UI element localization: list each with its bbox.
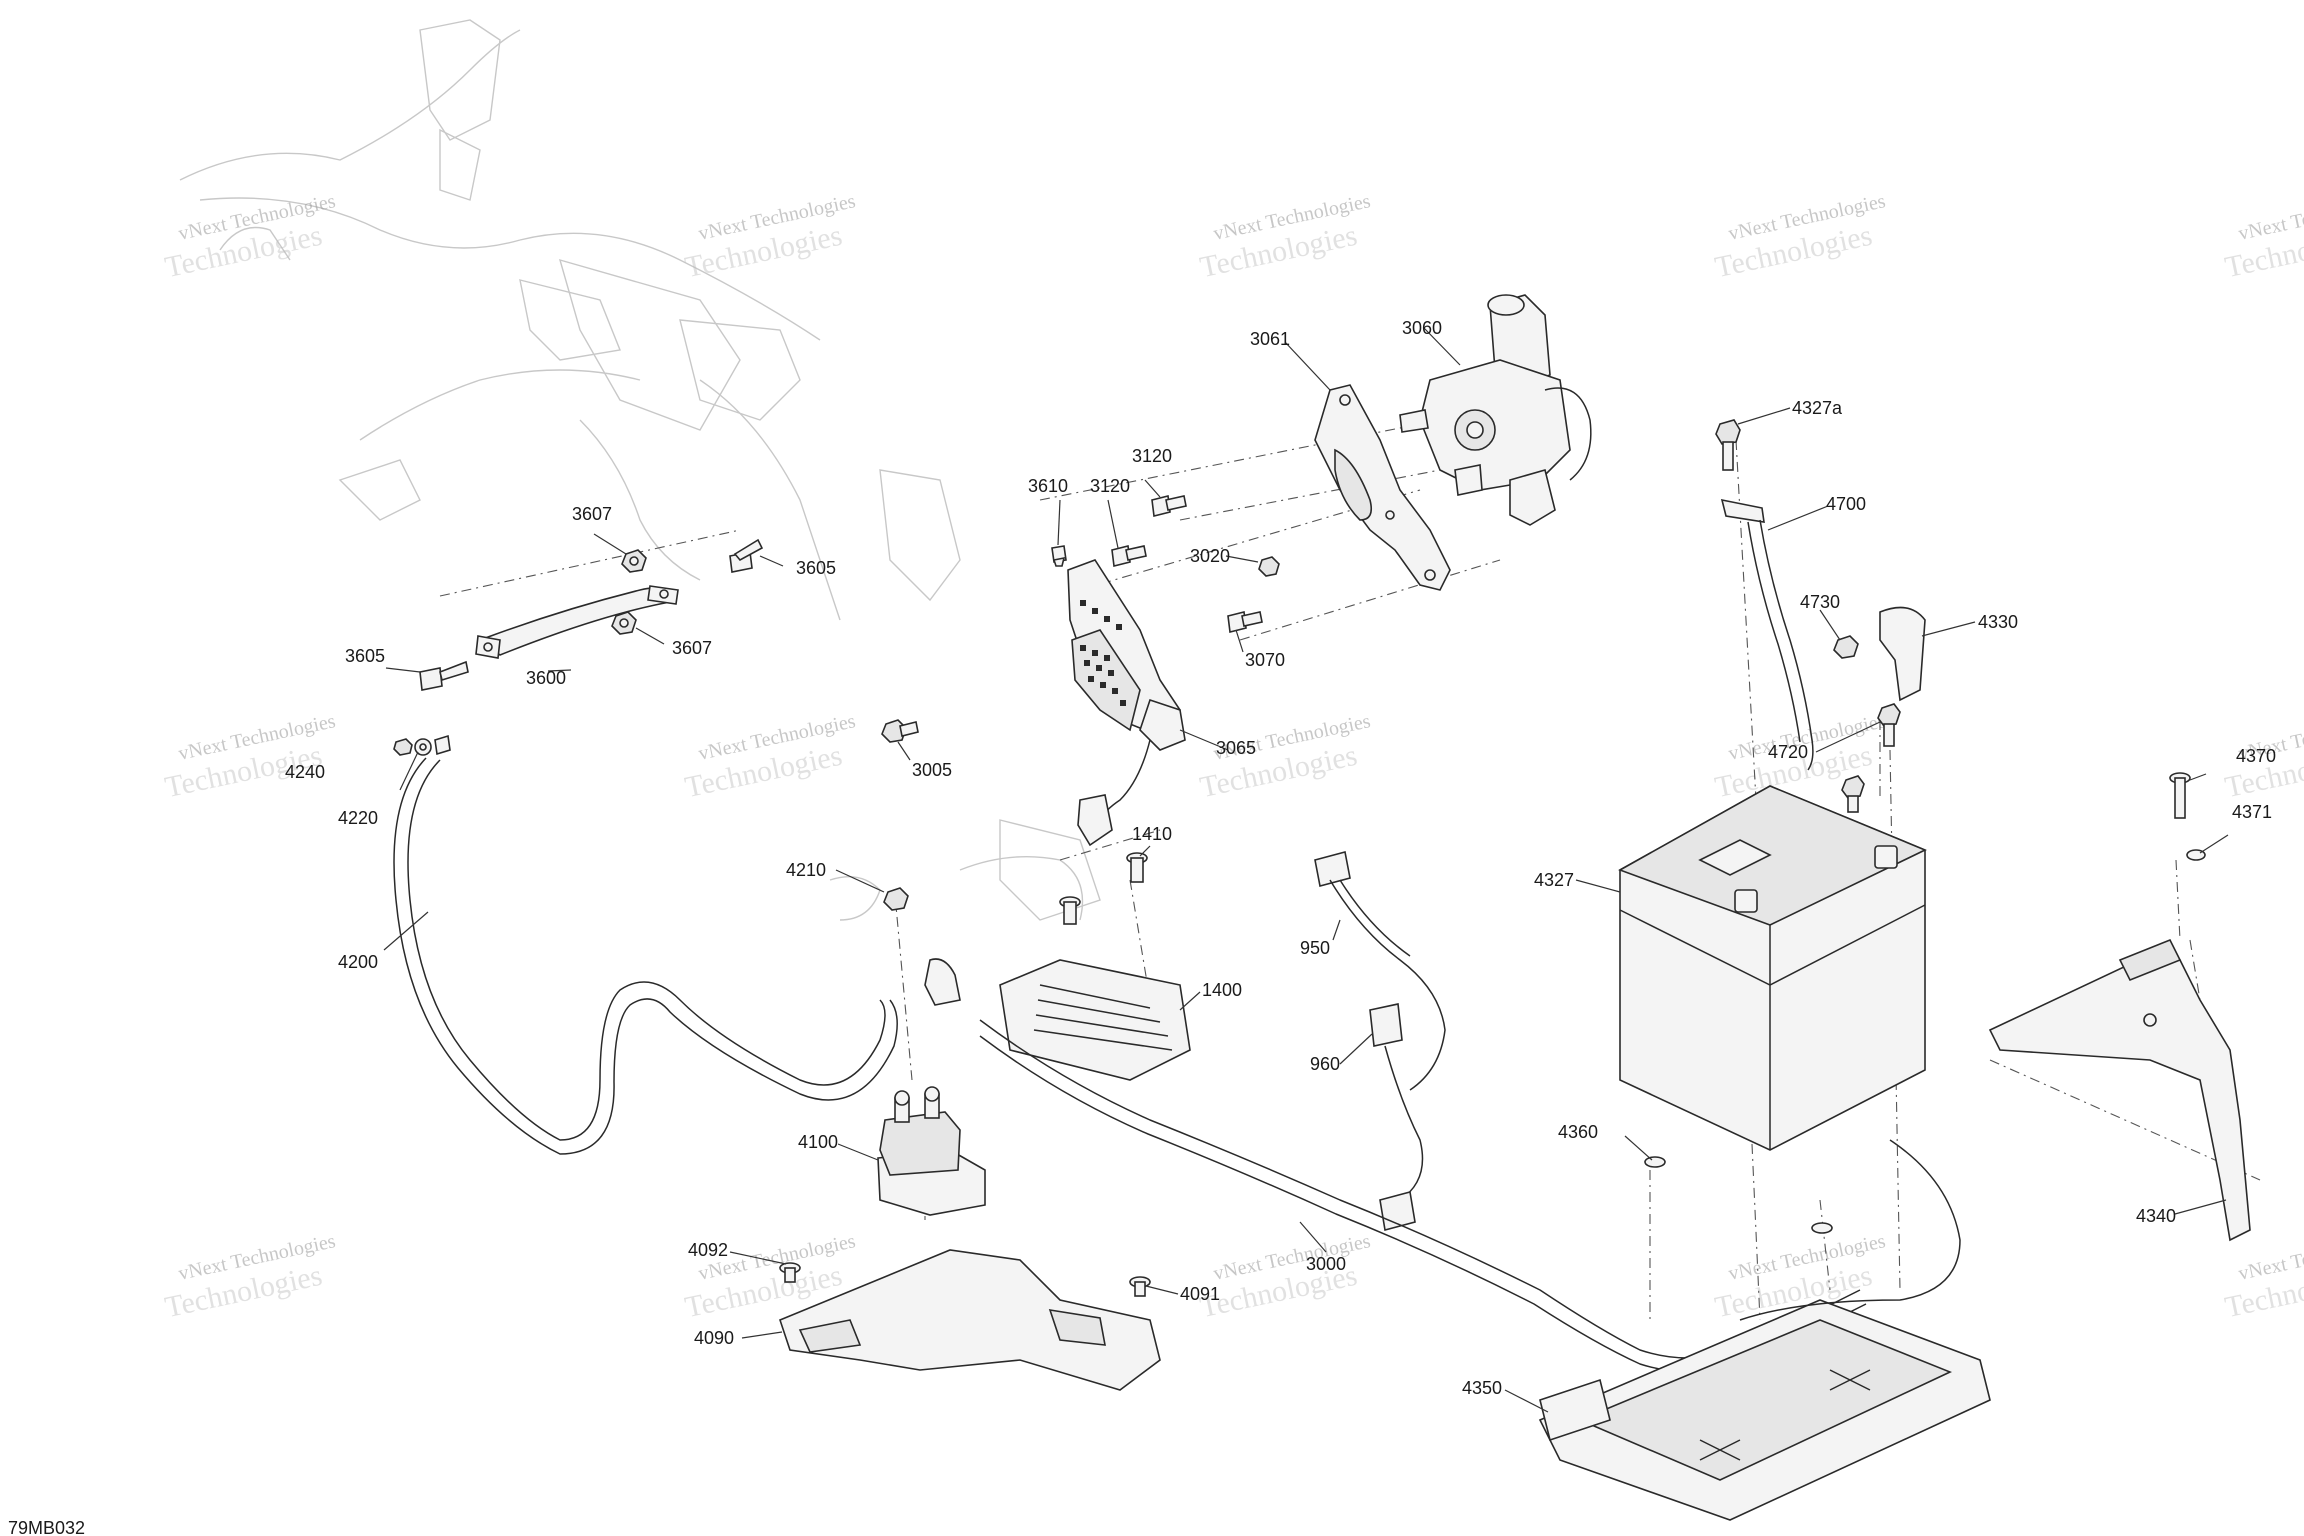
starter-solenoid-4100: [877, 1086, 986, 1216]
harness-960: [1369, 1003, 1424, 1231]
callout-950: 950: [1300, 938, 1330, 958]
washer-4360b: [1811, 1222, 1833, 1234]
callout-3005: 3005: [912, 760, 952, 780]
nut-4240: [393, 738, 413, 756]
callout-960: 960: [1310, 1054, 1340, 1074]
bolt-3120-lower: [1111, 545, 1147, 567]
callout-3020: 3020: [1190, 546, 1230, 566]
callout-leaders: [383, 327, 2229, 1413]
callout-4200: 4200: [338, 952, 378, 972]
screw-1410b: [1059, 896, 1081, 925]
battery-cable-4200: [393, 734, 898, 1155]
callout-4700: 4700: [1826, 494, 1866, 514]
callout-4092: 4092: [688, 1240, 728, 1260]
callout-3607-bottom: 3607: [672, 638, 712, 658]
ground-strap-3600: [475, 585, 679, 659]
callout-3120-lower: 3120: [1090, 476, 1130, 496]
nut-4210: [883, 887, 909, 911]
battery-bracket-4340: [1988, 938, 2251, 1242]
callout-1410: 1410: [1132, 824, 1172, 844]
washer-4220: [414, 738, 432, 756]
screw-4370: [2169, 772, 2191, 819]
callout-4327: 4327: [1534, 870, 1574, 890]
nut-3607-top: [621, 549, 647, 573]
support-bracket-4090: [779, 1249, 1161, 1391]
nut-3607-bottom: [611, 611, 637, 635]
screw-4091: [1129, 1276, 1151, 1297]
bolt-4720b: [1841, 775, 1865, 813]
callout-3120-upper: 3120: [1132, 446, 1172, 466]
callout-3061: 3061: [1250, 329, 1290, 349]
screw-3610: [1051, 545, 1067, 567]
callout-3610: 3610: [1028, 476, 1068, 496]
mounting-plate-3061: [1314, 384, 1451, 591]
callout-labels: 3600 3605 3605 3607 3607 3610 3120 3120 …: [285, 318, 2276, 1398]
callout-4100: 4100: [798, 1132, 838, 1152]
bolt-3120-upper: [1151, 495, 1187, 517]
bolt-3005: [881, 719, 919, 743]
battery-4327: [1618, 785, 1927, 1151]
washer-4360: [1644, 1156, 1666, 1168]
bolt-3605-left: [419, 660, 469, 691]
callout-4350: 4350: [1462, 1378, 1502, 1398]
assembly-axes: [439, 419, 2261, 1321]
screw-1410: [1126, 852, 1148, 883]
bolt-4720: [1877, 703, 1901, 747]
callout-4340: 4340: [2136, 1206, 2176, 1226]
cable-4700: [1720, 498, 1814, 771]
bolt-3605-right: [729, 538, 764, 573]
callout-3065: 3065: [1216, 738, 1256, 758]
callout-4220: 4220: [338, 808, 378, 828]
callout-1400: 1400: [1202, 980, 1242, 1000]
callout-4240: 4240: [285, 762, 325, 782]
bolt-3070: [1227, 611, 1263, 633]
nut-3020: [1258, 556, 1280, 577]
callout-4720: 4720: [1768, 742, 1808, 762]
callout-4730: 4730: [1800, 592, 1840, 612]
callout-3607-top: 3607: [572, 504, 612, 524]
callout-3600: 3600: [526, 668, 566, 688]
voltage-regulator-1400: [924, 958, 1191, 1081]
callout-3605-left: 3605: [345, 646, 385, 666]
callout-4090: 4090: [694, 1328, 734, 1348]
callout-4360: 4360: [1558, 1122, 1598, 1142]
electric-motor-3060: [1399, 294, 1592, 526]
battery-tray-4350: [1538, 1139, 1991, 1521]
callout-3060: 3060: [1402, 318, 1442, 338]
terminal-cover-4330: [1879, 606, 1926, 702]
callout-4330: 4330: [1978, 612, 2018, 632]
screw-4092: [779, 1262, 801, 1283]
callout-3000: 3000: [1306, 1254, 1346, 1274]
callout-3605-right: 3605: [796, 558, 836, 578]
callout-4091: 4091: [1180, 1284, 1220, 1304]
callout-3070: 3070: [1245, 650, 1285, 670]
callout-4370: 4370: [2236, 746, 2276, 766]
callout-4371: 4371: [2232, 802, 2272, 822]
diagram-code: 79MB032: [8, 1518, 85, 1536]
bolt-4327a: [1715, 419, 1741, 471]
nut-4730: [1833, 635, 1859, 659]
callout-4327a: 4327a: [1792, 398, 1843, 418]
fuse-relay-block-3065: [1067, 559, 1186, 847]
harness-950: [1314, 851, 1446, 1091]
ghost-frame-assembly: [179, 19, 1101, 921]
callout-4210: 4210: [786, 860, 826, 880]
